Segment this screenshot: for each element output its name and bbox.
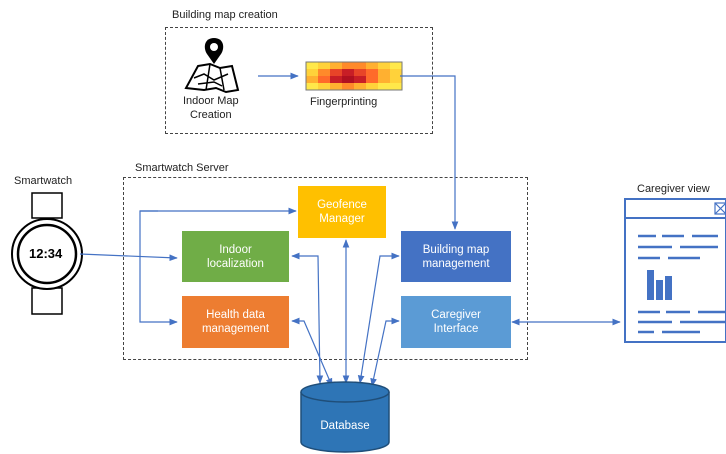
building-map-management-box: Building map management [401,231,511,282]
geofence-manager-box: Geofence Manager [298,186,386,238]
indoor-localization-box: Indoor localization [182,231,289,282]
indoor-map-creation-label: Indoor Map Creation [183,95,239,121]
arrow-to-health-data [139,210,178,326]
smartwatch-label: Smartwatch [14,175,73,187]
fingerprinting-label: Fingerprinting [310,96,378,108]
connectors [79,72,621,387]
caregiver-view-label: Caregiver view [637,183,710,195]
database-cylinder [300,381,390,453]
arrow-db-health [291,317,333,387]
arrow-fingerprinting-to-building-map [400,75,459,230]
arrow-db-building-map [357,252,400,384]
database-label: Database [320,420,370,432]
health-data-management-box: Health data management [182,296,289,348]
heatmap-icon [305,61,403,91]
smartwatch-server-title: Smartwatch Server [135,162,229,174]
caregiver-interface-box: Caregiver Interface [401,296,511,348]
watch-time: 12:34 [29,246,63,261]
document-chart-icon [624,198,726,343]
building-map-creation-title: Building map creation [172,9,278,21]
map-pin-icon [184,38,240,94]
smartwatch-icon [11,192,83,315]
arrow-db-localization [291,252,324,384]
arrow-watch-to-localization [79,253,178,262]
arrow-db-caregiver [370,317,400,387]
building-map-creation-group [165,27,433,134]
